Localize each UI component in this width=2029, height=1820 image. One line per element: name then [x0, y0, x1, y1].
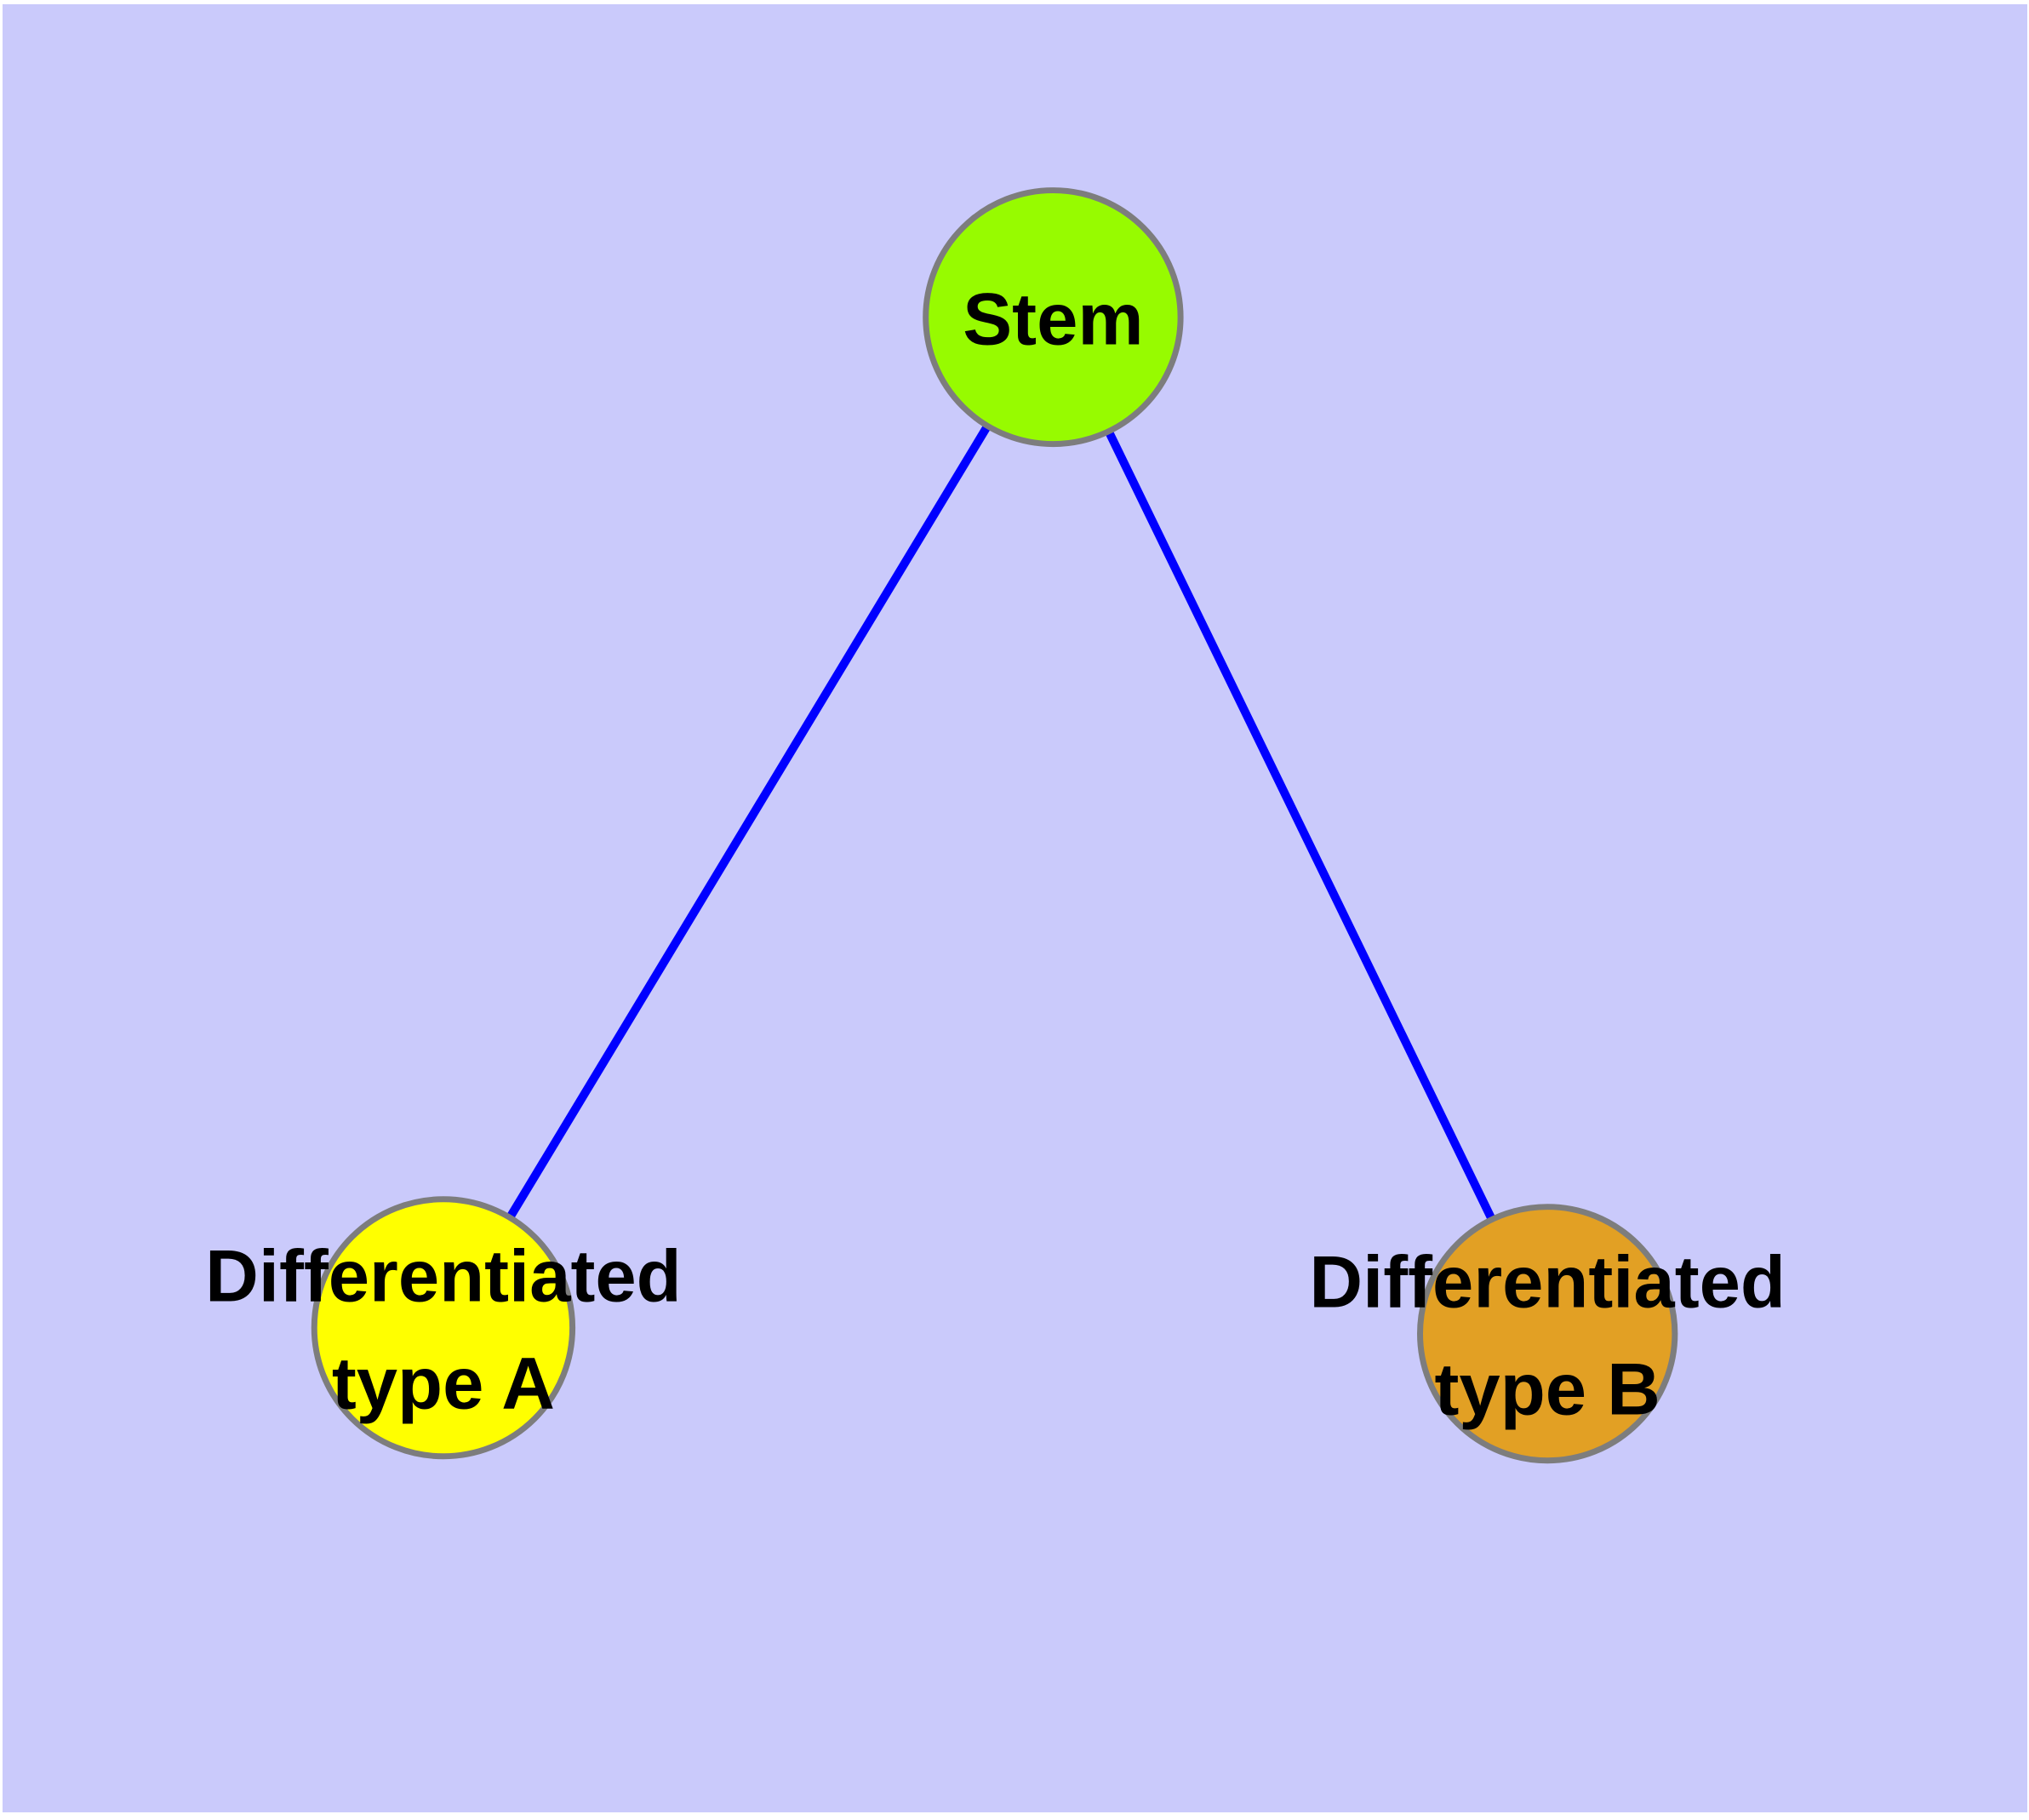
node-label-differentiated-type-b: Differentiated type B [1309, 1242, 1785, 1431]
node-label-stem: Stem [963, 279, 1143, 361]
edge-stem-to-differentiated-type-a [506, 423, 992, 1220]
node-label-line: Differentiated [205, 1236, 681, 1318]
node-label-line: Differentiated [1309, 1242, 1785, 1324]
node-stem [923, 187, 1184, 448]
node-differentiated-type-b [1417, 1204, 1678, 1464]
node-label-differentiated-type-a: Differentiated type A [205, 1236, 681, 1425]
node-label-line: Stem [963, 279, 1143, 361]
edge-stem-to-differentiated-type-b [1105, 429, 1496, 1222]
node-differentiated-type-a [311, 1196, 576, 1460]
node-label-line: type A [332, 1343, 555, 1425]
node-label-line: type B [1435, 1349, 1660, 1431]
